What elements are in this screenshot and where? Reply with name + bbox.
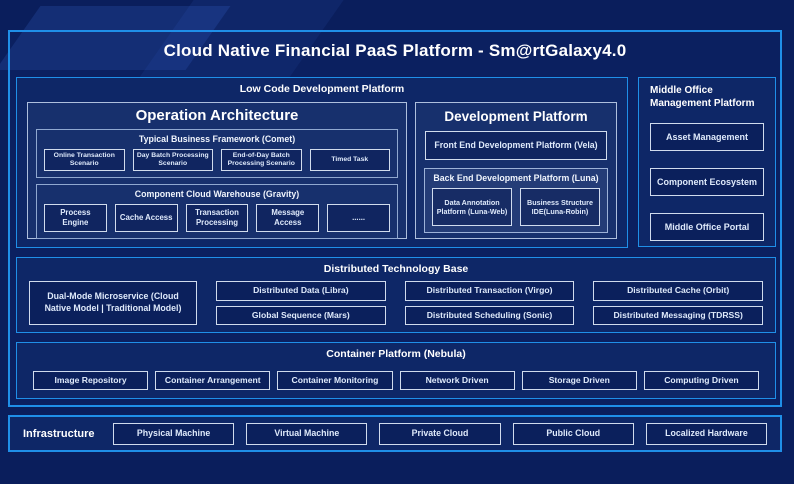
distributed-technology-label: Distributed Technology Base bbox=[323, 263, 469, 275]
middle-office-item-asset-management: Asset Management bbox=[650, 123, 764, 152]
dual-mode-microservice-box: Dual-Mode Microservice (Cloud Native Mod… bbox=[29, 281, 197, 325]
gravity-item-cache-access: Cache Access bbox=[114, 204, 178, 232]
gravity-group: Component Cloud Warehouse (Gravity) Proc… bbox=[36, 184, 398, 239]
middle-office-label: Middle Office Management Platform bbox=[650, 85, 755, 110]
operation-architecture-title: Operation Architecture bbox=[135, 107, 299, 124]
distributed-transaction-box: Distributed Transaction (Virgo) bbox=[404, 281, 575, 301]
development-platform-title: Development Platform bbox=[444, 109, 588, 124]
middle-office-item-component-ecosystem: Component Ecosystem bbox=[650, 168, 764, 197]
gravity-item-transaction-processing: Transaction Processing bbox=[185, 204, 249, 232]
infrastructure-panel: Infrastructure Physical Machine Virtual … bbox=[8, 415, 782, 452]
back-end-items-row: Data Annotation Platform (Luna-Web) Busi… bbox=[432, 188, 600, 226]
container-item-monitoring: Container Monitoring bbox=[277, 371, 393, 390]
gravity-item-message-access: Message Access bbox=[256, 204, 320, 232]
distributed-technology-panel: Distributed Technology Base Dual-Mode Mi… bbox=[16, 257, 776, 333]
container-item-arrangement: Container Arrangement bbox=[155, 371, 271, 390]
container-item-image-repository: Image Repository bbox=[33, 371, 149, 390]
container-platform-panel: Container Platform (Nebula) Image Reposi… bbox=[16, 342, 776, 399]
infrastructure-item-public-cloud: Public Cloud bbox=[512, 422, 634, 445]
back-end-platform-group: Back End Development Platform (Luna) Dat… bbox=[424, 168, 608, 233]
gravity-item-ellipsis: ...... bbox=[327, 204, 390, 232]
gravity-group-title: Component Cloud Warehouse (Gravity) bbox=[134, 189, 300, 199]
comet-item-day-batch: Day Batch Processing Scenario bbox=[132, 149, 213, 171]
container-items-row: Image Repository Container Arrangement C… bbox=[33, 371, 760, 390]
comet-item-end-of-day-batch: End-of-Day Batch Processing Scenario bbox=[221, 149, 302, 171]
page-title: Cloud Native Financial PaaS Platform - S… bbox=[163, 41, 627, 60]
infrastructure-label: Infrastructure bbox=[23, 427, 95, 440]
operation-architecture-section: Operation Architecture Typical Business … bbox=[27, 102, 407, 239]
low-code-platform-panel: Low Code Development Platform Operation … bbox=[16, 77, 628, 248]
middle-office-panel: Middle Office Management Platform Asset … bbox=[638, 77, 776, 247]
back-end-item-data-annotation: Data Annotation Platform (Luna-Web) bbox=[432, 188, 512, 226]
middle-office-item-portal: Middle Office Portal bbox=[650, 213, 764, 242]
comet-item-timed-task: Timed Task bbox=[309, 149, 390, 171]
distributed-column-2: Distributed Transaction (Virgo) Distribu… bbox=[404, 281, 575, 325]
front-end-platform-box: Front End Development Platform (Vela) bbox=[425, 131, 607, 160]
back-end-platform-title: Back End Development Platform (Luna) bbox=[433, 173, 599, 183]
container-item-storage-driven: Storage Driven bbox=[521, 371, 637, 390]
infrastructure-item-private-cloud: Private Cloud bbox=[379, 422, 501, 445]
infrastructure-item-localized-hardware: Localized Hardware bbox=[645, 422, 768, 445]
back-end-item-business-structure: Business Structure IDE(Luna-Robin) bbox=[520, 188, 600, 226]
infrastructure-item-physical-machine: Physical Machine bbox=[113, 422, 235, 445]
distributed-messaging-box: Distributed Messaging (TDRSS) bbox=[593, 305, 764, 325]
low-code-platform-label: Low Code Development Platform bbox=[239, 83, 405, 95]
distributed-column-3: Distributed Cache (Orbit) Distributed Me… bbox=[593, 281, 764, 325]
gravity-item-process-engine: Process Engine bbox=[44, 204, 107, 232]
development-platform-section: Development Platform Front End Developme… bbox=[415, 102, 617, 239]
container-item-network-driven: Network Driven bbox=[399, 371, 515, 390]
distributed-body: Dual-Mode Microservice (Cloud Native Mod… bbox=[29, 281, 764, 325]
container-platform-label: Container Platform (Nebula) bbox=[326, 348, 466, 360]
container-item-computing-driven: Computing Driven bbox=[643, 371, 760, 390]
distributed-data-box: Distributed Data (Libra) bbox=[216, 281, 386, 301]
comet-group: Typical Business Framework (Comet) Onlin… bbox=[36, 129, 398, 178]
infrastructure-item-virtual-machine: Virtual Machine bbox=[246, 422, 368, 445]
comet-group-title: Typical Business Framework (Comet) bbox=[138, 134, 296, 144]
global-sequence-box: Global Sequence (Mars) bbox=[216, 305, 386, 325]
distributed-cache-box: Distributed Cache (Orbit) bbox=[593, 281, 764, 301]
gravity-items-row: Process Engine Cache Access Transaction … bbox=[44, 204, 390, 232]
comet-item-online-transaction: Online Transaction Scenario bbox=[44, 149, 125, 171]
distributed-column-1: Distributed Data (Libra) Global Sequence… bbox=[216, 281, 386, 325]
low-code-body: Operation Architecture Typical Business … bbox=[27, 102, 617, 239]
platform-frame: Cloud Native Financial PaaS Platform - S… bbox=[8, 30, 782, 407]
comet-items-row: Online Transaction Scenario Day Batch Pr… bbox=[44, 149, 390, 171]
distributed-scheduling-box: Distributed Scheduling (Sonic) bbox=[404, 305, 575, 325]
